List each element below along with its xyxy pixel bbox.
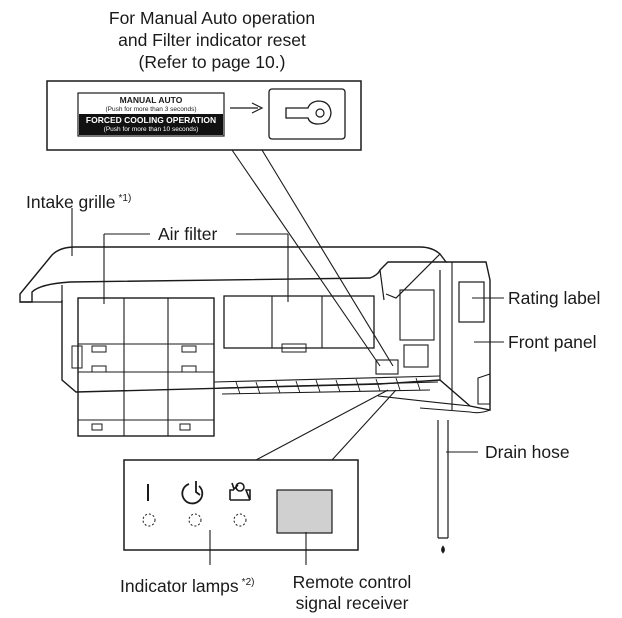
remote-receiver-line-1: Remote control [292,572,412,592]
remote-receiver-line-2: signal receiver [295,593,409,613]
timer-icon [181,481,204,505]
manual-auto-button-shape [268,88,346,140]
forced-band [79,114,223,135]
callout-line-3: (Refer to page 10.) [138,52,286,72]
drain-hose-label: Drain hose [485,442,570,462]
indicator-lamps-note: *2) [241,577,255,588]
indicator-lamps-text: Indicator lamps [120,576,239,596]
indicator-panel [123,459,359,551]
rating-label-rect [458,281,485,323]
lamp-timer [188,513,202,527]
drain-hose [437,420,449,539]
intake-grille-label: Intake grille*1) [26,188,131,213]
air-filter-left [77,297,215,437]
manual-auto-title: MANUAL AUTO [119,95,183,105]
intake-grille [19,246,448,303]
lamp-filter [233,513,247,527]
unit-body [61,261,491,411]
indicator-lamps-label: Indicator lamps*2) [120,572,254,597]
forced-cooling-title: FORCED COOLING OPERATION [85,115,217,125]
remote-signal-receiver-window [276,489,333,534]
callout-line-1: For Manual Auto operation [108,8,316,28]
callout-line-2: and Filter indicator reset [118,30,306,50]
forced-cooling-note: (Push for more than 10 seconds) [103,126,199,133]
rating-label-label: Rating label [508,288,601,308]
air-filter-right [223,295,375,349]
front-panel-label: Front panel [508,332,597,352]
lamp-power [142,513,156,527]
air-filter-label: Air filter [158,224,218,244]
manual-auto-note: (Push for more than 3 seconds) [105,106,197,113]
intake-grille-note: *1) [118,193,132,204]
intake-grille-text: Intake grille [26,192,116,212]
filter-reset-icon [229,482,251,501]
